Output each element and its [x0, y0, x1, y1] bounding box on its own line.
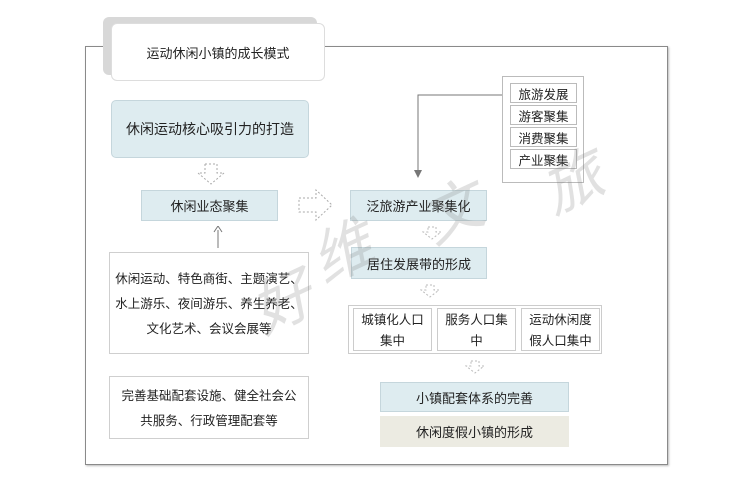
dashed-down-arrow-icon [196, 163, 226, 185]
activities-line: 文化艺术、会议会展等 [146, 320, 272, 336]
leisure-cluster-box: 休闲业态聚集 [141, 190, 278, 221]
cell-line: 服务人口集 [445, 311, 508, 327]
small-down-arrow-icon [420, 284, 440, 298]
infrastructure-box: 完善基础配套设施、健全社会公 共服务、行政管理配套等 [109, 376, 309, 439]
infrastructure-line: 完善基础配套设施、健全社会公 [121, 387, 297, 403]
cell-line: 城镇化人口 [361, 311, 424, 327]
diagram-title: 运动休闲小镇的成长模式 [111, 23, 325, 81]
factor-item: 旅游发展 [510, 83, 577, 103]
factors-box [502, 76, 584, 183]
connector-arrow-icon [414, 94, 502, 178]
population-cell: 城镇化人口集中 [353, 308, 432, 351]
small-down-arrow-icon [465, 360, 485, 374]
cell-line: 假人口集中 [529, 332, 592, 348]
factor-item: 游客聚集 [510, 105, 577, 125]
dashed-right-arrow-icon [298, 188, 333, 222]
cell-line: 中 [470, 332, 483, 348]
activities-line: 水上游乐、夜间游乐、养生养老、 [115, 295, 303, 311]
factor-item: 产业聚集 [510, 149, 577, 169]
factor-item: 消费聚集 [510, 127, 577, 147]
support-system-box: 小镇配套体系的完善 [380, 382, 569, 412]
infrastructure-line: 共服务、行政管理配套等 [140, 412, 278, 428]
pan-tourism-box: 泛旅游产业聚集化 [350, 190, 487, 221]
cell-line: 运动休闲度 [529, 311, 592, 327]
core-attraction-box: 休闲运动核心吸引力的打造 [111, 100, 309, 158]
residential-belt-box: 居住发展带的形成 [351, 247, 487, 279]
diagram-frame [85, 46, 668, 465]
population-container [348, 305, 602, 354]
result-box: 休闲度假小镇的形成 [380, 416, 569, 447]
population-cell: 服务人口集中 [437, 308, 516, 351]
cell-line: 集中 [379, 332, 405, 348]
small-down-arrow-icon [422, 226, 442, 240]
population-cell: 运动休闲度假人口集中 [521, 308, 600, 351]
up-arrow-icon [213, 226, 223, 248]
activities-box: 休闲运动、特色商街、主题演艺、 水上游乐、夜间游乐、养生养老、 文化艺术、会议会… [109, 252, 309, 354]
activities-line: 休闲运动、特色商街、主题演艺、 [115, 270, 303, 286]
